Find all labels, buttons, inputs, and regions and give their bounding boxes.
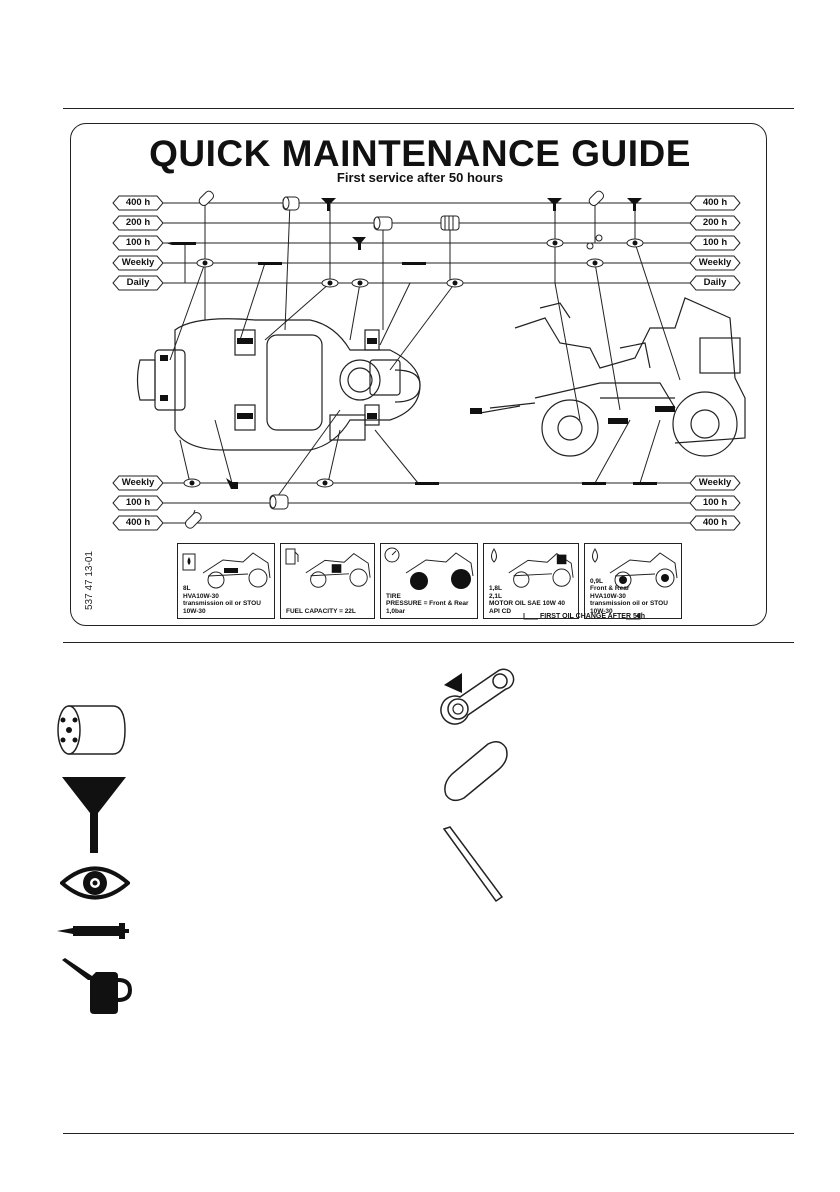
- filter-icon: [57, 705, 126, 755]
- oil-drop-icon: [592, 548, 598, 563]
- first-oil-change-note: FIRST OIL CHANGE AFTER 50h: [540, 613, 646, 620]
- eye-icon: [446, 278, 464, 288]
- grease-gun-icon: [582, 482, 606, 485]
- pressure-gauge-icon: [384, 547, 400, 563]
- eye-icon: [183, 478, 201, 488]
- part-number: 537 47 13-01: [84, 551, 95, 610]
- maintenance-decal-panel: [70, 123, 767, 626]
- tag-100h-lower-left: 100 h: [112, 495, 164, 511]
- tire-pressure-text: TIRE PRESSURE = Front & Rear 1,0bar: [386, 592, 469, 615]
- tractor-illustration: [305, 553, 371, 588]
- filter-icon: [373, 216, 393, 231]
- bottom-rule: [63, 1133, 794, 1134]
- tag-100h-right: 100 h: [689, 235, 741, 251]
- tag-daily-left: Daily: [112, 275, 164, 291]
- filter-icon: [269, 494, 289, 510]
- mower-side-view-diagram: [470, 297, 746, 457]
- motor-oil-info-box: 1,8L 2,1L MOTOR OIL SAE 10W 40 API CD: [483, 543, 579, 619]
- air-filter-icon: [588, 190, 605, 207]
- air-filter-icon: [198, 190, 215, 207]
- funnel-icon: [352, 237, 366, 250]
- eye-icon: [316, 478, 334, 488]
- middle-rule: [63, 642, 794, 643]
- funnel-icon: [62, 777, 126, 853]
- oil-drop-icon: [182, 553, 196, 571]
- grease-gun-icon: [166, 242, 196, 245]
- eye-icon: [60, 866, 130, 900]
- tag-100h-left: 100 h: [112, 235, 164, 251]
- tractor-illustration: [405, 552, 474, 590]
- tag-weekly-lower-left: Weekly: [112, 475, 164, 491]
- tag-weekly-lower-right: Weekly: [689, 475, 741, 491]
- eye-icon: [321, 278, 339, 288]
- guide-title: QUICK MAINTENANCE GUIDE: [149, 133, 691, 174]
- tag-200h-left: 200 h: [112, 215, 164, 231]
- motor-oil-text: 1,8L 2,1L MOTOR OIL SAE 10W 40 API CD: [489, 585, 565, 615]
- tractor-illustration: [202, 552, 271, 589]
- tag-200h-right: 200 h: [689, 215, 741, 231]
- oil-can-icon: [226, 478, 238, 489]
- rear-oil-info-box: 0,9L Front & Rear HVA10W-30 transmission…: [584, 543, 682, 619]
- tag-400h-lower-right: 400 h: [689, 515, 741, 531]
- fuel-capacity-text: FUEL CAPACITY = 22L: [286, 607, 356, 615]
- belt-icon: [440, 668, 515, 725]
- filter-icon: [440, 215, 460, 231]
- air-filter-icon: [184, 511, 202, 529]
- eye-icon: [196, 258, 214, 268]
- tag-weekly-left: Weekly: [112, 255, 164, 271]
- oil-can-icon: [62, 958, 133, 1014]
- spark-plug-strip-icon: [586, 234, 603, 250]
- eye-icon: [586, 258, 604, 268]
- tag-400h-lower-left: 400 h: [112, 515, 164, 531]
- grease-gun-icon: [415, 482, 439, 485]
- filter-icon: [282, 196, 300, 211]
- funnel-icon: [627, 198, 642, 211]
- transmission-oil-info-box: 8L HVA10W-30 transmission oil or STOU 10…: [177, 543, 275, 619]
- grease-gun-icon: [57, 923, 129, 939]
- tag-weekly-right: Weekly: [689, 255, 741, 271]
- guide-subtitle: First service after 50 hours: [336, 170, 504, 185]
- rear-oil-text: 0,9L Front & Rear HVA10W-30 transmission…: [590, 577, 668, 615]
- grease-gun-icon: [258, 262, 282, 265]
- first-oil-bracket: [523, 613, 641, 620]
- funnel-icon: [547, 198, 562, 211]
- eye-icon: [626, 238, 644, 248]
- eye-icon: [546, 238, 564, 248]
- tractor-illustration: [609, 552, 678, 589]
- tag-daily-right: Daily: [689, 275, 741, 291]
- tire-pressure-info-box: TIRE PRESSURE = Front & Rear 1,0bar: [380, 543, 478, 619]
- spark-plug-strip-icon: [442, 826, 504, 903]
- fuel-pump-icon: [285, 548, 299, 565]
- fuel-capacity-info-box: FUEL CAPACITY = 22L: [280, 543, 375, 619]
- funnel-icon: [321, 198, 336, 211]
- mower-top-view-diagram: [136, 318, 421, 451]
- oil-drop-icon: [491, 548, 497, 563]
- tag-100h-lower-right: 100 h: [689, 495, 741, 511]
- grease-gun-icon: [633, 482, 657, 485]
- air-filter-icon: [444, 741, 508, 802]
- grease-gun-icon: [402, 262, 426, 265]
- tag-400h-right: 400 h: [689, 195, 741, 211]
- tractor-illustration: [508, 553, 574, 588]
- top-rule: [63, 108, 794, 109]
- tag-400h-left: 400 h: [112, 195, 164, 211]
- eye-icon: [351, 278, 369, 288]
- transmission-oil-text: 8L HVA10W-30 transmission oil or STOU 10…: [183, 585, 261, 615]
